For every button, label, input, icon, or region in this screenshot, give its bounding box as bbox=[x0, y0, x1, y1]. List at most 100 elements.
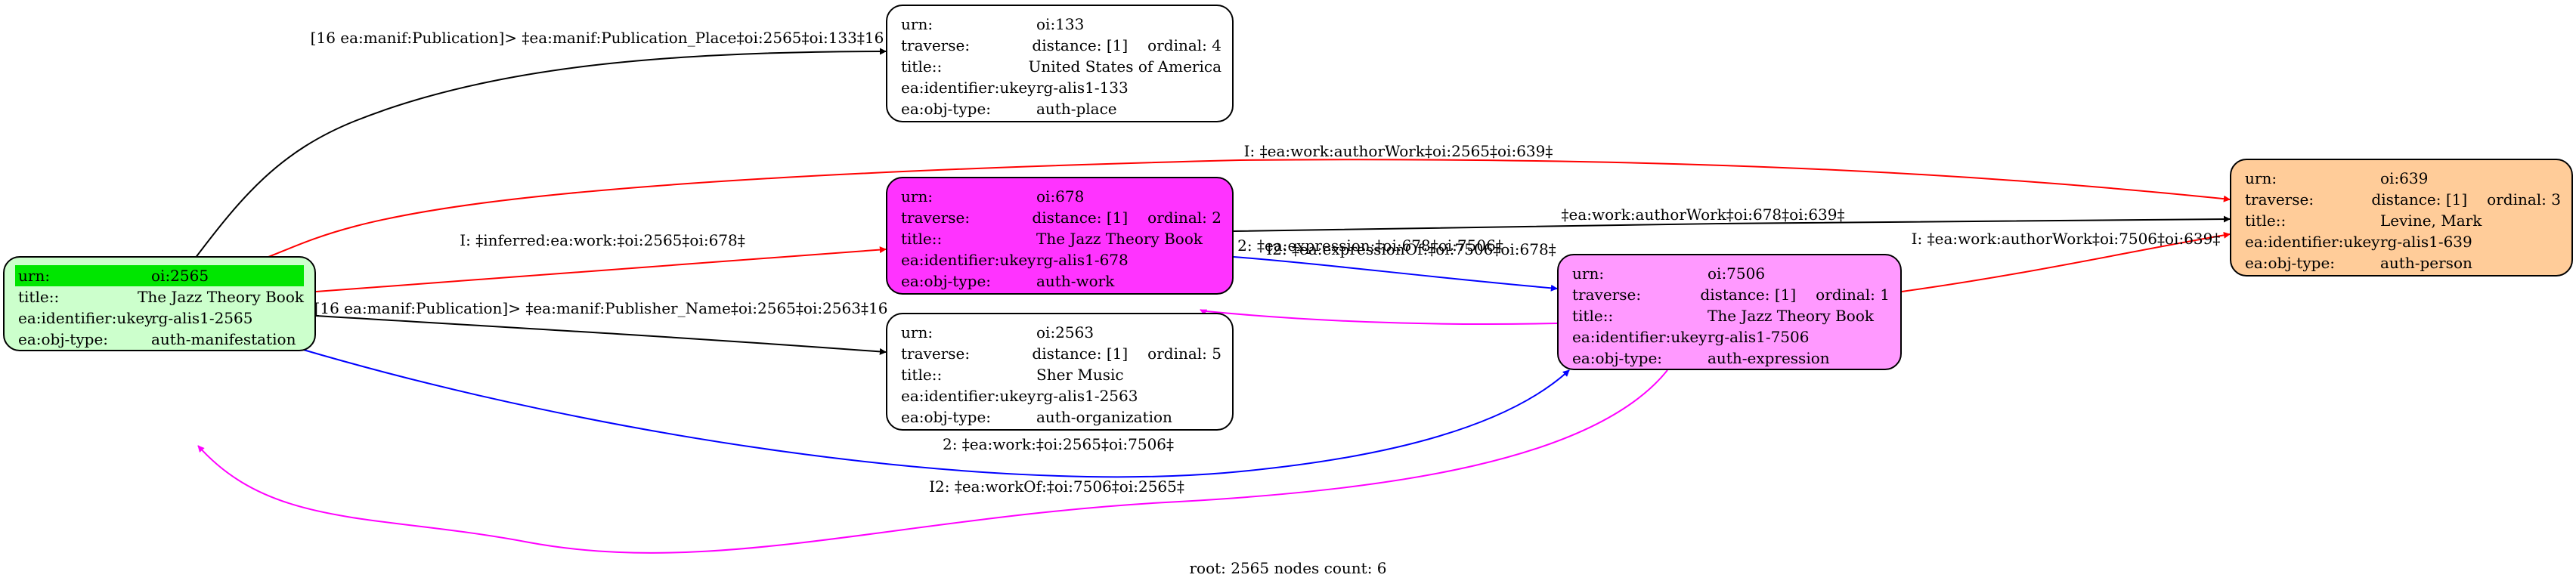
field-value: rg-alis1-639 bbox=[2380, 233, 2472, 251]
field-key: urn: bbox=[1572, 264, 1605, 283]
field-value: auth-organization bbox=[1036, 408, 1172, 426]
edge-author-work-639 bbox=[264, 159, 2231, 259]
field-key: title:: bbox=[18, 288, 60, 306]
edge-work-7506 bbox=[300, 348, 1570, 478]
edge-label-work-author-639: ‡ea:work:authorWork‡oi:678‡oi:639‡ bbox=[1561, 205, 1845, 224]
node-field-row: title::The Jazz Theory Book bbox=[898, 228, 1221, 249]
field-value: rg-alis1-678 bbox=[1036, 251, 1129, 269]
edge-label-publication-place: [16 ea:manif:Publication]> ‡ea:manif:Pub… bbox=[310, 29, 884, 47]
field-value: rg-alis1-7506 bbox=[1708, 328, 1810, 346]
node-field-row: urn: oi:7506 bbox=[1569, 263, 1890, 284]
field-key: urn: bbox=[901, 187, 933, 205]
edge-label-expression: 2: ‡ea:expression:‡oi:678‡oi:7506‡ bbox=[1237, 236, 1503, 255]
edge-inferred-work bbox=[315, 246, 887, 292]
field-value: Levine, Mark bbox=[2380, 212, 2482, 230]
edge-label-inferred-work: I: ‡inferred:ea:work:‡oi:2565‡oi:678‡ bbox=[460, 231, 745, 249]
field-value: The Jazz Theory Book bbox=[1708, 307, 1874, 325]
field-key: ea:identifier:ukey bbox=[901, 79, 1036, 97]
edge-work-of bbox=[197, 369, 1668, 554]
edge-expression-of bbox=[1200, 309, 1558, 326]
field-ordinal: ordinal: 2 bbox=[1147, 209, 1221, 227]
node-field-row: title::United States of America bbox=[898, 56, 1221, 77]
node-field-row: title::Levine, Mark bbox=[2242, 210, 2561, 231]
node-field-row: traverse: distance: [1] ordinal: 5 bbox=[898, 343, 1221, 364]
field-value: Sher Music bbox=[1036, 366, 1124, 384]
edge-label-publisher: [16 ea:manif:Publication]> ‡ea:manif:Pub… bbox=[314, 299, 888, 317]
node-field-row: urn:oi:133 bbox=[898, 14, 1221, 35]
field-value: The Jazz Theory Book bbox=[1036, 230, 1203, 248]
field-value: oi:678 bbox=[1036, 187, 1085, 205]
field-value: rg-alis1-2565 bbox=[151, 309, 253, 327]
field-value: United States of America bbox=[1028, 57, 1221, 76]
node-field-row: traverse: distance: [1] ordinal: 2 bbox=[898, 207, 1221, 228]
field-key: ea:identifier:ukey bbox=[2245, 233, 2380, 251]
node-oi-678[interactable]: urn: oi:678 traverse: distance: [1] ordinal:… bbox=[886, 177, 1234, 295]
edge-label-work-of: I2: ‡ea:workOf:‡oi:7506‡oi:2565‡ bbox=[929, 477, 1184, 496]
field-value: rg-alis1-133 bbox=[1036, 79, 1129, 97]
edge-publisher bbox=[315, 315, 887, 355]
field-value: distance: [1] bbox=[2371, 190, 2468, 209]
field-key: ea:obj-type: bbox=[18, 330, 109, 348]
field-value: auth-place bbox=[1036, 100, 1117, 118]
edge-publication-place bbox=[194, 48, 887, 259]
field-value: distance: [1] bbox=[1032, 344, 1129, 363]
field-key: traverse: bbox=[2245, 190, 2314, 209]
graph-footer-caption: root: 2565 nodes count: 6 bbox=[1189, 559, 1387, 577]
node-field-row: urn: oi:2563 bbox=[898, 322, 1221, 343]
field-value: distance: [1] bbox=[1700, 286, 1797, 304]
node-field-row: ea:obj-type:auth-organization bbox=[898, 406, 1221, 428]
field-key: ea:obj-type: bbox=[901, 272, 992, 290]
node-field-row: ea:obj-type:auth-person bbox=[2242, 252, 2561, 273]
node-field-row: ea:obj-type: auth-work bbox=[898, 270, 1221, 292]
edge-work-author-639 bbox=[1233, 215, 2231, 232]
node-field-row: traverse:distance: [1]ordinal: 1 bbox=[1569, 284, 1890, 305]
edge-author-work-7506 bbox=[1901, 231, 2231, 292]
edge-label-work-7506: 2: ‡ea:work:‡oi:2565‡oi:7506‡ bbox=[942, 435, 1175, 453]
field-ordinal: ordinal: 5 bbox=[1147, 344, 1221, 363]
node-field-row: urn: oi:678 bbox=[898, 186, 1221, 207]
field-key: urn: bbox=[2245, 169, 2277, 187]
field-key: ea:obj-type: bbox=[2245, 254, 2336, 272]
field-value: rg-alis1-2563 bbox=[1036, 387, 1138, 405]
field-value: oi:7506 bbox=[1708, 264, 1766, 283]
field-key: ea:obj-type: bbox=[901, 100, 992, 118]
field-key: title:: bbox=[901, 57, 943, 76]
node-field-row: title::Sher Music bbox=[898, 364, 1221, 385]
node-field-row: urn:oi:639 bbox=[2242, 168, 2561, 189]
field-key: title:: bbox=[901, 366, 943, 384]
edge-label-author-work-639: I: ‡ea:work:authorWork‡oi:2565‡oi:639‡ bbox=[1243, 142, 1553, 160]
field-key: ea:obj-type: bbox=[1572, 349, 1663, 367]
field-key: title:: bbox=[2245, 212, 2287, 230]
field-key: title:: bbox=[901, 230, 943, 248]
node-oi-2563[interactable]: urn: oi:2563 traverse: distance: [1] ordinal… bbox=[886, 313, 1234, 431]
edge-label-expression-of: I2: ‡ea:expressionOf:‡oi:7506‡oi:678‡ bbox=[1266, 240, 1556, 258]
node-field-row: traverse:distance: [1]ordinal: 4 bbox=[898, 35, 1221, 56]
field-ordinal: ordinal: 4 bbox=[1147, 36, 1221, 54]
field-key: ea:identifier:ukey bbox=[18, 309, 153, 327]
field-value: oi:2563 bbox=[1036, 323, 1094, 341]
node-field-row: ea:obj-type:auth-expression bbox=[1569, 348, 1890, 369]
field-key: traverse: bbox=[901, 344, 971, 363]
field-key: traverse: bbox=[901, 209, 971, 227]
field-key: urn: bbox=[901, 323, 933, 341]
field-key: ea:identifier:ukey bbox=[1572, 328, 1708, 346]
field-ordinal: ordinal: 1 bbox=[1816, 286, 1890, 304]
field-key: urn: bbox=[18, 267, 51, 285]
field-value: distance: [1] bbox=[1032, 209, 1129, 227]
node-field-row: traverse:distance: [1]ordinal: 3 bbox=[2242, 189, 2561, 210]
edge-label-author-work-7506: I: ‡ea:work:authorWork‡oi:7506‡oi:639‡ bbox=[1911, 230, 2221, 248]
field-key: traverse: bbox=[901, 36, 971, 54]
field-value: auth-work bbox=[1036, 272, 1115, 290]
node-field-row: title::The Jazz Theory Book bbox=[15, 286, 304, 307]
field-key: title:: bbox=[1572, 307, 1614, 325]
